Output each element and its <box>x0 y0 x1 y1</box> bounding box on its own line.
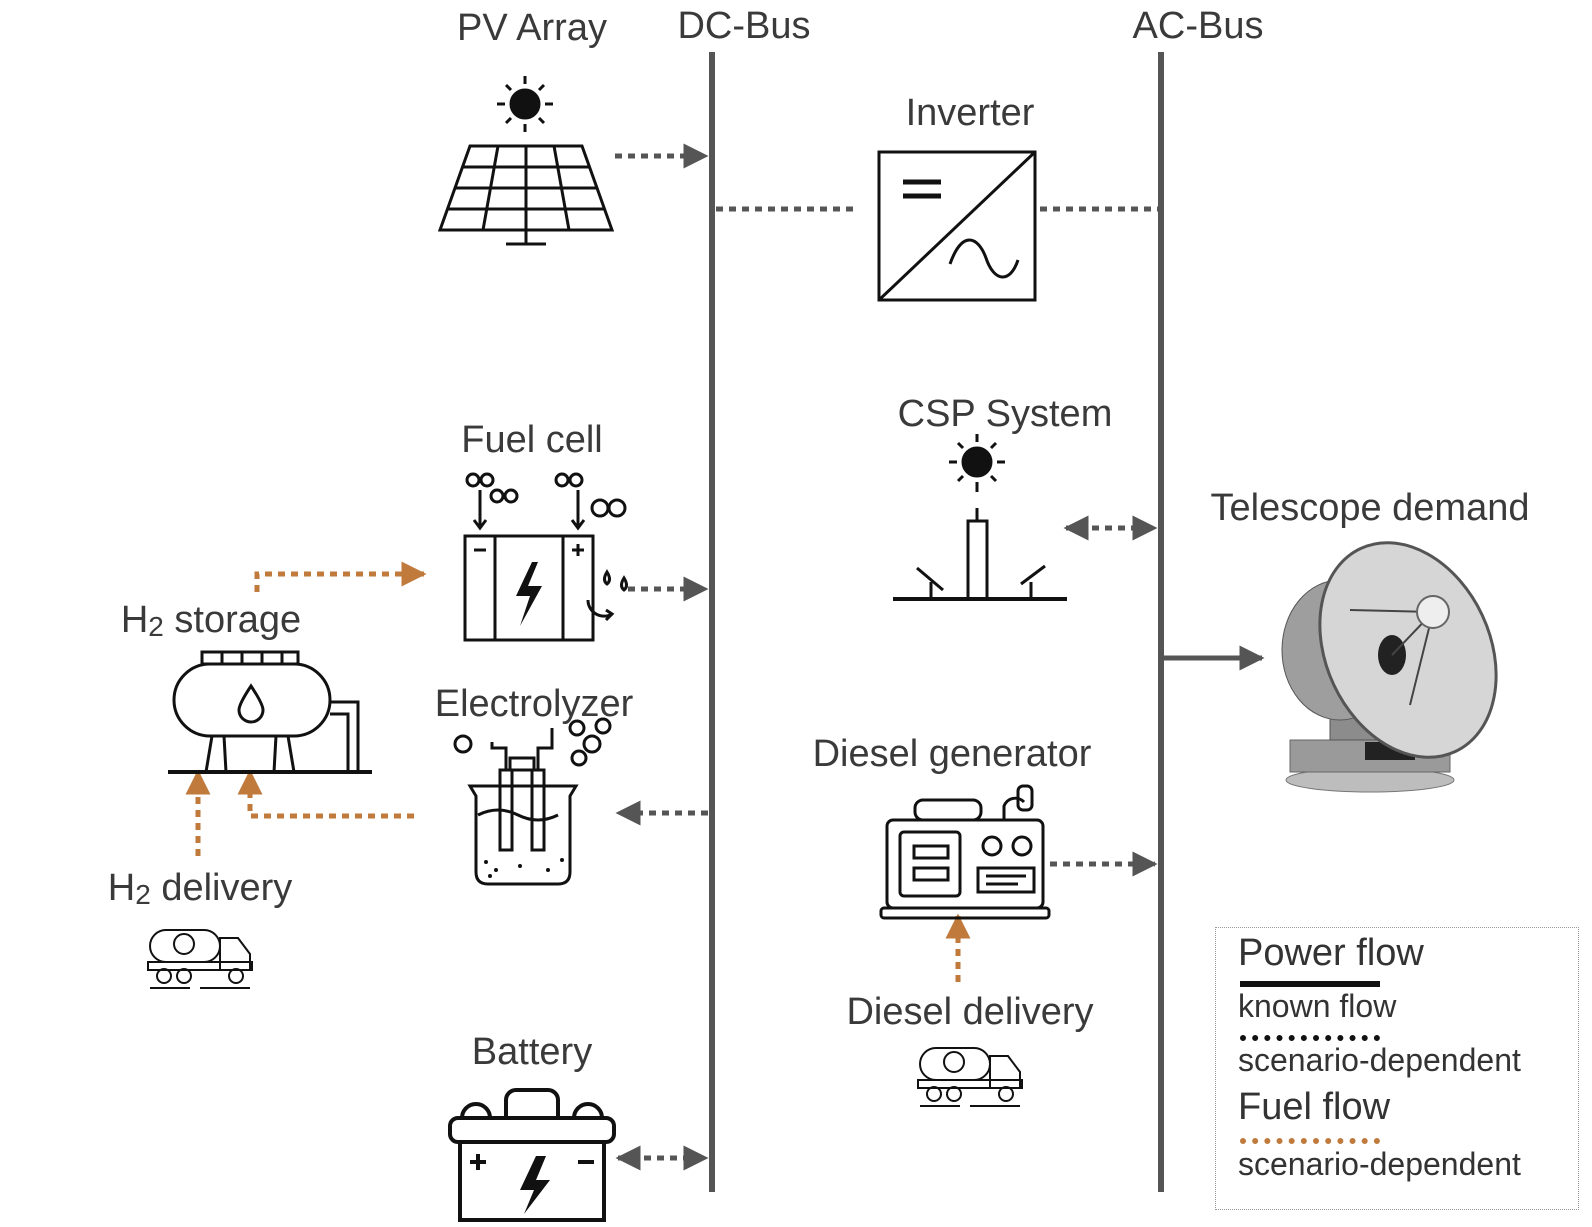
tanker-truck-icon <box>147 929 253 989</box>
legend-scenario-power-line <box>1240 1035 1380 1041</box>
telescope-demand-label: Telescope demand <box>1210 487 1530 529</box>
electrolyzer-label: Electrolyzer <box>434 683 634 725</box>
h2-delivery-label-rest: delivery <box>150 867 293 909</box>
legend-scenario-fuel-label: scenario-dependent <box>1238 1146 1521 1182</box>
h2storage-to-fuelcell-arrow <box>254 561 427 592</box>
fuel-cell-icon <box>463 472 628 642</box>
pv-array-label: PV Array <box>457 7 607 49</box>
legend-known-flow-label: known flow <box>1238 988 1397 1024</box>
inverter-icon <box>877 150 1037 302</box>
diesel-generator-icon <box>879 784 1051 920</box>
fuel-cell-label: Fuel cell <box>461 419 603 461</box>
legend-fuel-flow-title: Fuel flow <box>1238 1086 1391 1128</box>
legend-scenario-fuel-line <box>1240 1138 1380 1144</box>
ac-bus-label: AC-Bus <box>1132 5 1264 47</box>
battery-label: Battery <box>471 1031 593 1073</box>
tanker-truck-icon <box>917 1047 1023 1107</box>
diesel-delivery-label: Diesel delivery <box>846 991 1094 1033</box>
sun-icon <box>961 446 993 478</box>
csp-system-label: CSP System <box>897 393 1113 435</box>
h2-delivery-label-h: H <box>107 867 136 909</box>
legend-known-flow-line <box>1240 981 1380 987</box>
electrolyzer-icon <box>453 717 612 886</box>
solar-panel-icon <box>437 76 615 246</box>
h2-storage-label-h: H <box>120 599 149 641</box>
diesel-generator-label: Diesel generator <box>812 733 1092 775</box>
legend-power-flow-title: Power flow <box>1238 932 1424 974</box>
battery-icon <box>448 1088 616 1222</box>
electrolyzer-to-h2storage-arrow <box>237 769 414 819</box>
legend-scenario-power-label: scenario-dependent <box>1238 1042 1521 1078</box>
h2-delivery-label-sub: 2 <box>135 879 151 910</box>
telescope-icon <box>1281 541 1498 793</box>
legend: Power flow known flow scenario-dependent… <box>1215 927 1579 1210</box>
sun-icon <box>509 88 541 120</box>
h2-storage-label-rest: storage <box>163 599 302 641</box>
h2-tank-icon <box>168 650 372 774</box>
h2-storage-label-sub: 2 <box>148 611 164 642</box>
h2-delivery-label: H2 delivery <box>108 866 293 913</box>
dc-bus-label: DC-Bus <box>677 5 811 47</box>
h2-storage-label: H2 storage <box>121 598 301 645</box>
csp-tower-icon <box>893 434 1067 601</box>
inverter-label: Inverter <box>905 92 1035 134</box>
